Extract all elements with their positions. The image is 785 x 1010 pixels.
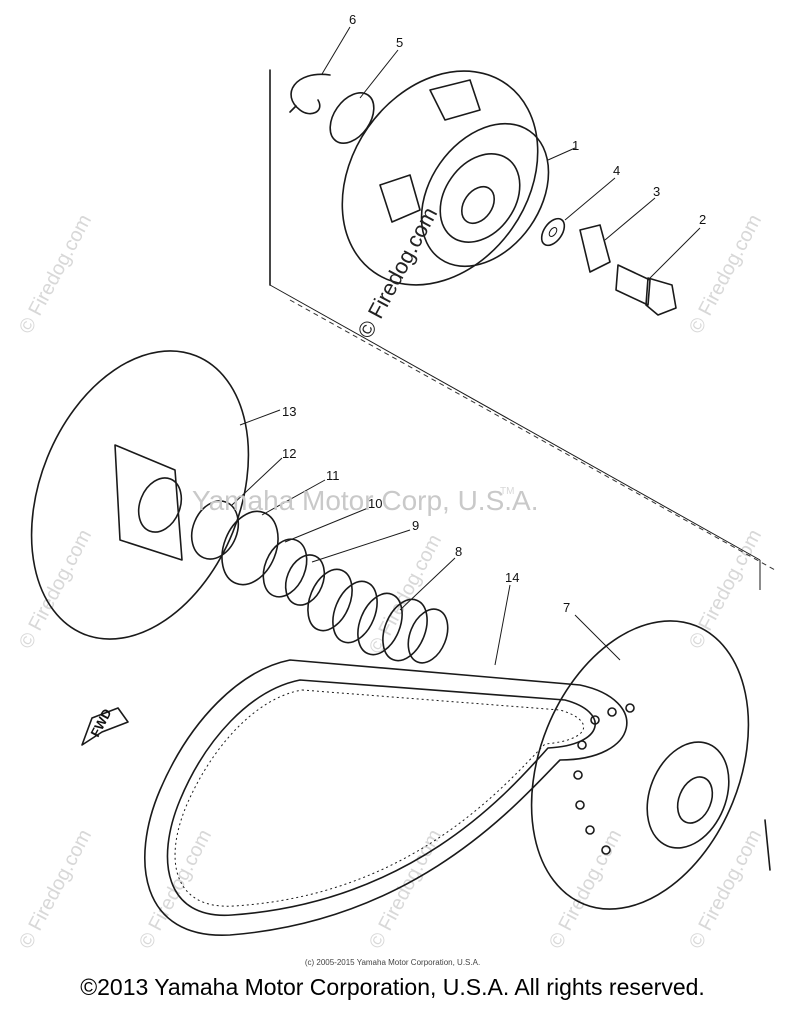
- snap-ring: [290, 73, 331, 115]
- copyright-footer: ©2013 Yamaha Motor Corporation, U.S.A. A…: [80, 974, 705, 1000]
- spring-seat: [284, 554, 326, 606]
- leader-10: [284, 507, 369, 543]
- drive-belt: [144, 659, 628, 936]
- leader-6: [321, 26, 351, 75]
- washer: [540, 217, 566, 247]
- moveable-sheave-assembly: [30, 350, 449, 664]
- secondary-sheave: [530, 620, 771, 910]
- sheave-hole: [625, 703, 635, 713]
- watermark-text: © Firedog.com: [545, 826, 626, 952]
- spring-coil: [307, 568, 353, 632]
- callout-6: 6: [349, 12, 356, 27]
- belt-inner-edge: [166, 679, 596, 916]
- sheave-face-detail: [429, 79, 481, 121]
- belt-teeth: [174, 689, 585, 907]
- spring-coil: [357, 592, 403, 656]
- watermark-brand: Yamaha Motor Corp, U.S.A.: [192, 485, 539, 516]
- sheave-boss: [114, 444, 183, 561]
- spring-coil: [332, 580, 378, 644]
- callout-5: 5: [396, 35, 403, 50]
- spring-coil: [407, 608, 449, 664]
- watermark-text: © Firedog.com: [15, 826, 96, 952]
- slider: [262, 538, 308, 598]
- sheave-disc: [341, 70, 539, 286]
- watermark-text: © Firedog.com: [365, 826, 446, 952]
- leader-4: [564, 177, 616, 221]
- sheave-hub-ring: [420, 122, 550, 268]
- watermark-layer: © Firedog.com © Firedog.com © Firedog.co…: [15, 211, 766, 952]
- belt-outer-edge: [144, 659, 628, 936]
- sheave-hole: [573, 770, 583, 780]
- leader-7: [574, 614, 621, 661]
- sheave-boss-bore: [137, 477, 183, 533]
- leader-lines: [231, 26, 701, 666]
- sheave-hole: [601, 845, 611, 855]
- leader-3: [604, 197, 656, 241]
- callout-2: 2: [699, 212, 706, 227]
- callout-14: 14: [505, 570, 519, 585]
- sheave-hole: [575, 800, 585, 810]
- callout-numbers: 1 2 3 4 5 6 7 8 9 10 11 12 13 14: [282, 12, 706, 615]
- watermark-text: © Firedog.com: [15, 211, 96, 337]
- leader-1: [547, 147, 576, 161]
- callout-10: 10: [368, 496, 382, 511]
- washer-hole: [548, 227, 558, 237]
- leader-11: [261, 479, 326, 516]
- leader-14: [494, 584, 511, 666]
- bolt-head: [645, 277, 677, 316]
- cam: [221, 510, 279, 586]
- centre-line: [289, 299, 776, 571]
- fwd-label: FWD: [87, 706, 114, 739]
- leader-9: [311, 529, 411, 563]
- sheave-hole: [607, 707, 617, 717]
- watermark-text: © Firedog.com: [685, 526, 766, 652]
- circlip: [329, 92, 375, 144]
- sheave-hole: [577, 740, 587, 750]
- forward-arrow: FWD: [81, 706, 129, 746]
- secondary-bore: [676, 776, 714, 824]
- callout-9: 9: [412, 518, 419, 533]
- sheave-hole: [590, 715, 600, 725]
- spring-coil: [382, 598, 428, 662]
- leader-13: [239, 409, 281, 426]
- leader-5: [359, 49, 399, 99]
- callout-7: 7: [563, 600, 570, 615]
- sheave-face-detail: [379, 174, 421, 223]
- watermark-text: © Firedog.com: [685, 211, 766, 337]
- callout-4: 4: [613, 163, 620, 178]
- watermark-text: © Firedog.com: [685, 826, 766, 952]
- leader-12: [231, 457, 283, 506]
- leader-2: [649, 227, 701, 279]
- frame-line: [269, 284, 761, 561]
- small-credit: (c) 2005-2015 Yamaha Motor Corporation, …: [304, 958, 481, 967]
- frame-line: [764, 819, 771, 871]
- leader-8: [399, 557, 456, 611]
- callout-3: 3: [653, 184, 660, 199]
- lock-washer: [579, 224, 611, 273]
- sheave-bore: [460, 185, 496, 225]
- fwd-arrow-icon: [81, 707, 129, 746]
- watermark-text: © Firedog.com: [365, 531, 446, 657]
- watermark-tm: TM: [500, 486, 514, 497]
- secondary-sheave-disc: [530, 620, 750, 910]
- watermark-site: © Firedog.com: [352, 203, 442, 342]
- moveable-sheave-disc: [30, 350, 250, 640]
- callout-8: 8: [455, 544, 462, 559]
- bushing: [190, 500, 240, 560]
- snap-ring-tab: [289, 105, 297, 113]
- callout-13: 13: [282, 404, 296, 419]
- callout-12: 12: [282, 446, 296, 461]
- callout-1: 1: [572, 138, 579, 153]
- callout-11: 11: [326, 468, 340, 483]
- bolt-shank: [615, 264, 651, 306]
- secondary-hub: [646, 741, 730, 849]
- sheave-hub: [439, 153, 521, 243]
- fixed-sheave-assembly: [269, 69, 761, 590]
- sheave-hole: [585, 825, 595, 835]
